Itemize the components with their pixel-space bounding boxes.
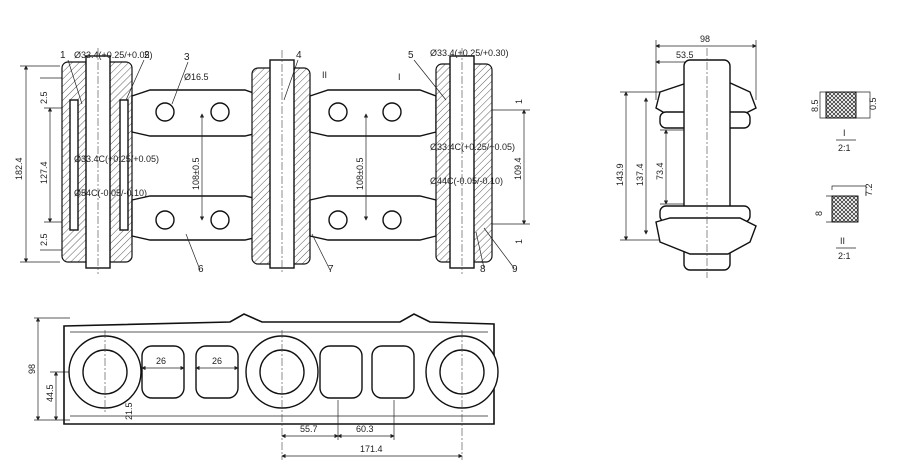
dim-gap-bottom: 2.5 [39, 233, 49, 246]
dim-gap-top: 2.5 [39, 91, 49, 104]
callout-8: 8 [480, 264, 486, 275]
dim-bore-mid-left: Ø33.4C(+0.25/+0.05) [74, 154, 159, 164]
dim-bore-top-right: Ø33.4(+0.25/+0.30) [430, 48, 509, 58]
dim-bore-mid-right: Ø33.4C(+0.25/+0.05) [430, 142, 515, 152]
dim-height-inner: 137.4 [635, 163, 645, 186]
callout-5: 5 [408, 50, 414, 61]
dim-link-height: 127.4 [39, 161, 49, 184]
detail-2-scale: 2:1 [838, 251, 851, 261]
side-view: 98 53.5 143.9 137.4 73.4 [615, 34, 757, 278]
detail-i: 8.5 0.5 I 2:1 [810, 91, 878, 153]
dim-pitch-total: 171.4 [360, 444, 383, 454]
top-section-view: 182.4 127.4 2.5 2.5 108±0.5 [14, 48, 530, 275]
dim-height-outer: 143.9 [615, 163, 625, 186]
callout-3: 3 [184, 52, 190, 63]
detail-1-label: I [843, 128, 846, 138]
section-mark-1: I [398, 72, 401, 82]
dim-height-center: 73.4 [655, 162, 665, 180]
callout-9: 9 [512, 264, 518, 275]
callout-6: 6 [198, 264, 204, 275]
detail-2-left: 8 [814, 211, 824, 216]
detail-1-scale: 2:1 [838, 143, 851, 153]
detail-2-top: 7.2 [864, 183, 874, 196]
dim-bushing-left: Ø54C(-0.05/-0.10) [74, 188, 147, 198]
dim-slot-2: 26 [212, 356, 222, 366]
dim-pitch-inner-2: 108±0.5 [355, 158, 365, 190]
dim-pitch-inner-1: 108±0.5 [191, 158, 201, 190]
dim-overall-height: 182.4 [14, 157, 24, 180]
callout-7: 7 [328, 264, 334, 275]
bottom-plan-view: 98 44.5 21.5 26 26 55.7 60.3 [27, 313, 499, 460]
callout-1: 1 [60, 50, 66, 61]
detail-1-right: 0.5 [868, 97, 878, 110]
dim-width-total: 98 [700, 34, 710, 44]
dim-pin-span: 109.4 [513, 157, 523, 180]
dim-bushing-right: Ø44C(-0.05/-0.10) [430, 176, 503, 186]
dim-height-half: 44.5 [45, 384, 55, 402]
detail-ii: 7.2 8 II 2:1 [814, 183, 874, 261]
edge-mark-top: 1 [514, 99, 524, 104]
dim-pitch-a: 55.7 [300, 424, 318, 434]
callout-4: 4 [296, 50, 302, 61]
callout-2: 2 [144, 50, 150, 61]
detail-2-label: II [840, 236, 845, 246]
edge-mark-bottom: 1 [514, 239, 524, 244]
dim-bore-top-left: Ø33.4(+0.25/+0.05) [74, 50, 153, 60]
dim-height-total: 98 [27, 364, 37, 374]
dim-width-half: 53.5 [676, 50, 694, 60]
section-mark-2: II [322, 70, 327, 80]
dim-slot-1: 26 [156, 356, 166, 366]
dim-edge-small: 21.5 [124, 402, 134, 420]
dim-hole-dia: Ø16.5 [184, 72, 209, 82]
detail-1-left: 8.5 [810, 99, 820, 112]
dim-pitch-b: 60.3 [356, 424, 374, 434]
